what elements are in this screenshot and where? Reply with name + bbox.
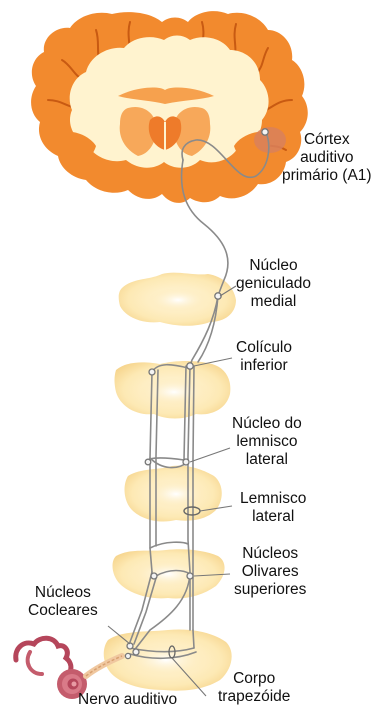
label-superior-olivary-nuclei: Núcleos Olivares superiores xyxy=(234,545,306,599)
label-line: Colículo xyxy=(236,339,292,357)
label-nucleus-lateral-lemniscus: Núcleo do lemnisco lateral xyxy=(232,415,302,469)
inferior-colliculus-slice xyxy=(115,361,231,419)
ic-marker-right xyxy=(187,363,193,369)
label-line: Corpo xyxy=(218,670,290,688)
label-line: lateral xyxy=(232,451,302,469)
label-line: Cocleares xyxy=(28,602,98,620)
cn-marker-2 xyxy=(133,649,139,655)
label-line: Córtex xyxy=(282,131,371,149)
lateral-lemniscus-slice xyxy=(125,466,222,522)
label-line: Núcleo do xyxy=(232,415,302,433)
label-primary-auditory-cortex: Córtex auditivo primário (A1) xyxy=(282,131,371,185)
label-trapezoid-body: Corpo trapezóide xyxy=(218,670,290,706)
superior-olive-slice xyxy=(113,549,225,598)
label-line: Núcleos xyxy=(28,584,98,602)
label-line: auditivo xyxy=(282,149,371,167)
label-line: superiores xyxy=(234,581,306,599)
label-line: Núcleo xyxy=(236,257,311,275)
label-medial-geniculate-nucleus: Núcleo geniculado medial xyxy=(236,257,311,311)
label-line: Olivares xyxy=(234,563,306,581)
a1-marker xyxy=(262,129,268,135)
label-line: primário (A1) xyxy=(282,167,371,185)
label-line: geniculado xyxy=(236,275,311,293)
label-line: lateral xyxy=(240,508,306,526)
soc-marker-right xyxy=(187,573,193,579)
label-line: lemnisco xyxy=(232,433,302,451)
ic-marker-left xyxy=(149,369,155,375)
soc-marker-left xyxy=(151,573,157,579)
label-inferior-colliculus: Colículo inferior xyxy=(236,339,292,375)
label-line: trapezóide xyxy=(218,688,290,706)
label-auditory-nerve: Nervo auditivo xyxy=(78,691,177,709)
label-line: inferior xyxy=(236,357,292,375)
label-lateral-lemniscus: Lemnisco lateral xyxy=(240,490,306,526)
cn-marker-3 xyxy=(125,653,130,658)
nll-marker-right xyxy=(183,459,189,465)
brain-coronal-section xyxy=(31,11,308,203)
label-line: Núcleos xyxy=(234,545,306,563)
label-line: Nervo auditivo xyxy=(78,691,177,709)
label-cochlear-nuclei: Núcleos Cocleares xyxy=(28,584,98,620)
label-line: Lemnisco xyxy=(240,490,306,508)
nll-marker-left xyxy=(145,459,151,465)
label-line: medial xyxy=(236,293,311,311)
